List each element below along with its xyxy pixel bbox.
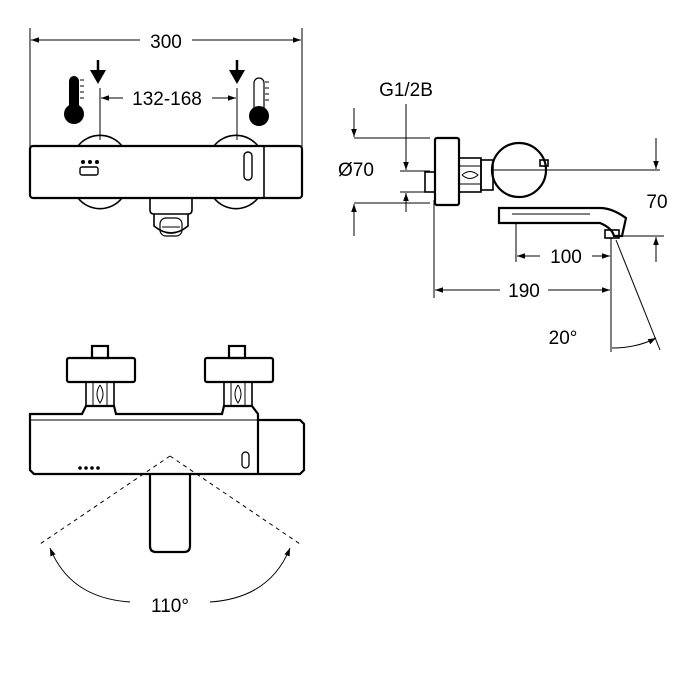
- angle-arc-20: [611, 337, 657, 349]
- spout-reach-label: 100: [550, 247, 582, 268]
- flow-indicator: [243, 151, 253, 181]
- inlet-pipe: [424, 171, 436, 193]
- body-neck: [480, 159, 494, 191]
- wall-rosette-side: [433, 136, 461, 207]
- rosette-left-top: [77, 134, 123, 147]
- rosette-right-top: [213, 134, 259, 147]
- swivel-arc-left: [49, 547, 131, 603]
- inlet-stub-top-right: [227, 344, 247, 360]
- swivel-arc-right: [209, 547, 291, 603]
- control-marks-top: [78, 466, 100, 470]
- thermometer-cold-icon: [249, 77, 269, 126]
- rosette-right: [213, 197, 259, 210]
- swivel-angle-label: 110°: [151, 596, 189, 617]
- overall-width-label: 300: [150, 32, 182, 53]
- spout-angle-label: 20°: [549, 328, 578, 349]
- nut-top-left: [85, 381, 115, 407]
- top-view: 110°: [28, 344, 306, 617]
- outlet-nozzle-front: [149, 198, 193, 237]
- flow-indicator-top: [241, 451, 250, 469]
- inlet-spacing-label: 132-168: [132, 89, 202, 110]
- spout-offset-label: 70: [646, 192, 667, 213]
- inlet-arrow-left-icon: [90, 60, 106, 84]
- mixer-body-top: [28, 404, 306, 476]
- spout-top: [148, 474, 192, 554]
- spout-side: [497, 206, 628, 239]
- total-depth-label: 190: [508, 281, 540, 302]
- swivel-line-left: [39, 455, 171, 545]
- mixer-body-front: [28, 144, 304, 200]
- nut-top-right: [223, 381, 253, 407]
- side-view: G1/2B Ø70: [338, 80, 668, 352]
- body-stud: [539, 159, 549, 167]
- inlet-stub-top-left: [90, 344, 110, 360]
- connection-nut-side: [458, 157, 482, 193]
- front-view: 300 132-168: [28, 28, 304, 237]
- rosette-top-right: [203, 356, 275, 384]
- rosette-diameter-label: Ø70: [338, 160, 374, 181]
- temperature-control-icon: [79, 160, 99, 176]
- thermometer-hot-icon: [64, 76, 84, 124]
- swivel-line-right: [169, 455, 301, 545]
- spout-angle-line: [615, 239, 661, 351]
- thread-label: G1/2B: [379, 80, 433, 101]
- inlet-arrow-right-icon: [229, 60, 245, 84]
- rosette-top-left: [65, 356, 137, 384]
- rosette-left: [77, 197, 123, 210]
